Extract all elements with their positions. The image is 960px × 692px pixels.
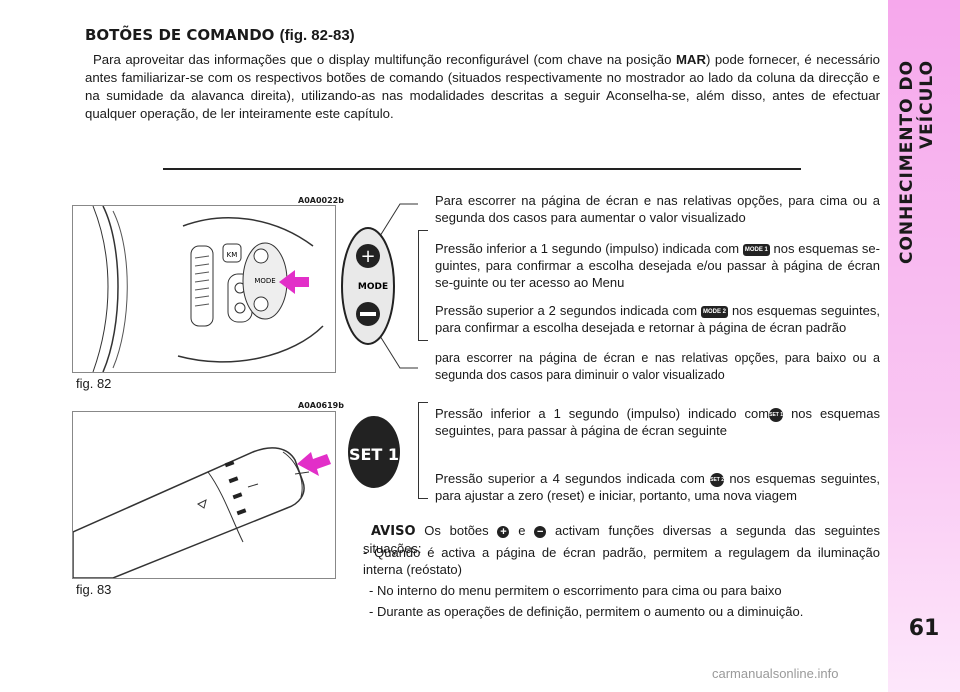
aviso-item-1: - Quando é activa a página de écran padr…	[363, 545, 880, 577]
plus-description: Para escorrer na página de écran e nas r…	[435, 193, 880, 225]
heading-title: BOTÕES DE COMANDO	[85, 26, 275, 44]
plus-icon: +	[497, 525, 510, 538]
aviso-item-3: - Durante as operações de definição, per…	[369, 604, 804, 619]
fig82-label: fig. 82	[76, 376, 112, 391]
page-number: 61	[908, 616, 940, 641]
aviso-note: AVISO Os botões + e − activam funções di…	[363, 523, 880, 556]
svg-text:+: +	[360, 246, 375, 267]
mode-button-label: MODE	[358, 282, 388, 292]
minus-icon: −	[534, 525, 547, 538]
set-bracket	[418, 402, 419, 498]
set-button-label: SET 1	[349, 445, 399, 464]
set2-icon: SET 2	[710, 472, 725, 487]
fig83-image	[72, 411, 336, 579]
fig82-code: A0A0022b	[298, 196, 344, 205]
mode-short-press: Pressão inferior a 1 segundo (impulso) i…	[435, 241, 880, 290]
minus-description: para escorrer na página de écran e nas r…	[435, 351, 880, 382]
fig82-arrow	[279, 270, 309, 294]
mode-bracket	[418, 230, 419, 340]
mode2-icon: MODE 2	[700, 305, 728, 318]
intro-paragraph: Para aproveitar das informações que o di…	[85, 52, 880, 121]
fig82-image: KM MODE	[72, 205, 336, 373]
mode-button-diagram: + MODE	[341, 203, 418, 369]
chapter-title: CONHECIMENTO DO VEÍCULO	[897, 60, 937, 265]
fig83-label: fig. 83	[76, 582, 112, 597]
divider	[163, 168, 801, 170]
mode1-icon: MODE 1	[742, 243, 770, 256]
fig82-mode-button: MODE	[254, 277, 275, 285]
mode-long-press: Pressão superior a 2 segundos indicada c…	[435, 303, 880, 335]
fig82-km-button: KM	[227, 251, 238, 259]
chapter-sidebar	[888, 0, 960, 692]
set-button-icon: SET 1	[348, 416, 400, 488]
set1-icon: SET 1	[769, 407, 784, 422]
set-long-press: Pressão superior a 4 segundos indicada c…	[435, 471, 880, 503]
section-heading: BOTÕES DE COMANDO (fig. 82-83)	[85, 26, 355, 44]
heading-figure-ref: (fig. 82-83)	[279, 27, 355, 44]
fig83-arrow	[297, 452, 331, 476]
aviso-title: AVISO	[371, 524, 416, 539]
plus-button-icon	[356, 244, 380, 268]
set-short-press: Pressão inferior a 1 segundo (impulso) i…	[435, 406, 880, 438]
aviso-item-2: - No interno do menu permitem o escorrim…	[369, 583, 782, 598]
watermark: carmanualsonline.info	[712, 666, 839, 681]
key-position: MAR	[675, 52, 706, 67]
fig83-code: A0A0619b	[298, 401, 344, 410]
